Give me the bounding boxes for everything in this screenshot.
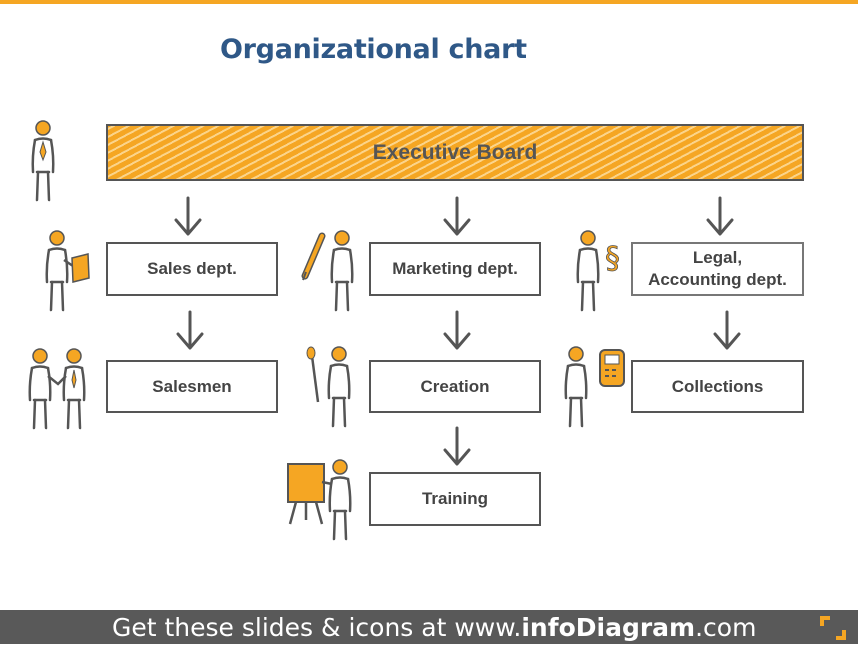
arrow-marketing-to-creation [443,310,471,350]
arrow-executive-to-marketing [443,196,471,236]
box-collections-label: Collections [671,376,764,396]
legal-person-icon: § [576,229,620,312]
phone-person-icon [564,345,625,428]
org-chart-artwork: § [28,119,741,541]
box-sales-dept-label: Sales dept. [147,259,237,278]
box-salesmen[interactable]: Salesmen [106,360,278,413]
arrow-executive-to-legal [706,196,734,236]
paragraph-icon: § [605,241,620,276]
box-marketing-dept-label: Marketing dept. [392,259,518,278]
box-executive-board[interactable]: Executive Board [106,124,804,181]
box-training-label: Training [421,489,489,508]
artist-person-icon [306,345,351,428]
arrow-creation-to-training [443,426,471,466]
flipchart-icon [287,463,325,503]
box-training[interactable]: Training [369,472,541,526]
box-collections[interactable]: Collections [631,360,804,413]
arrow-executive-to-sales [174,196,202,236]
box-creation[interactable]: Creation [369,360,541,413]
sales-person-icon [45,229,90,312]
footer-prefix: Get these slides & icons at www. [112,613,522,642]
box-sales-dept[interactable]: Sales dept. [106,242,278,296]
arrow-sales-to-salesmen [176,310,204,350]
top-accent-bar [0,0,858,4]
handshake-people-icon [28,347,86,430]
box-salesmen-label: Salesmen [152,376,232,396]
footer-banner: Get these slides & icons at www.infoDiag… [0,610,858,644]
footer-suffix: .com [695,613,757,642]
box-creation-label: Creation [420,376,490,396]
box-legal-accounting-dept[interactable]: Legal, Accounting dept. [631,242,804,296]
footer-text: Get these slides & icons at www.infoDiag… [112,611,756,645]
executive-person-icon [31,119,55,202]
footer-brand: infoDiagram [521,613,696,642]
page-title: Organizational chart [220,34,527,65]
marketing-person-icon [301,229,354,312]
arrow-legal-to-collections [713,310,741,350]
trainer-person-icon [287,458,352,541]
box-marketing-dept[interactable]: Marketing dept. [369,242,541,296]
box-legal-accounting-dept-label: Legal, Accounting dept. [648,248,787,289]
infodiagram-logo-icon [820,616,846,640]
box-executive-board-label: Executive Board [372,140,538,164]
